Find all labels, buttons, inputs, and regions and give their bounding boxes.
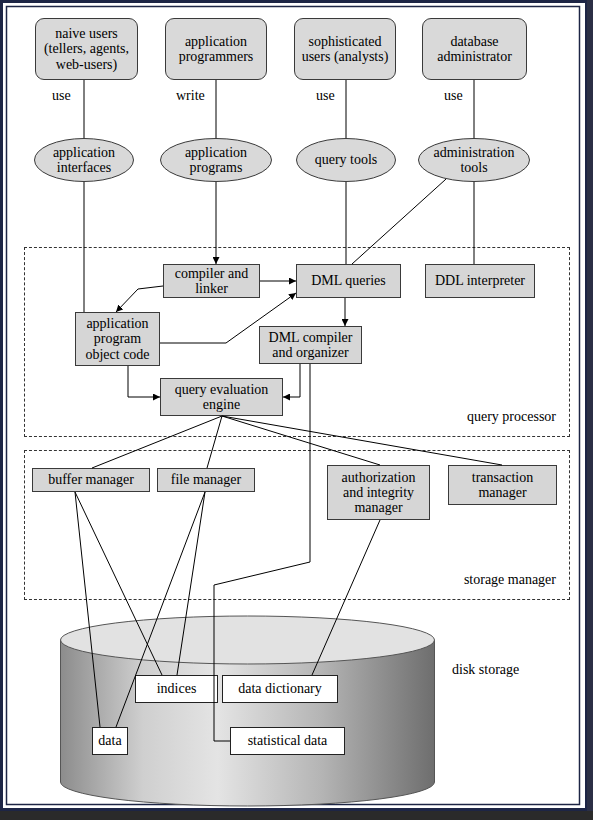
group-heading: storage manager — [464, 572, 556, 587]
connector-line — [312, 520, 380, 675]
connector-line — [216, 182, 217, 264]
node-label: query tools — [313, 152, 380, 167]
manager-box: transaction manager — [448, 465, 557, 505]
connector-line — [214, 364, 310, 741]
node-label: statistical data — [246, 733, 330, 748]
node-label: indices — [155, 681, 199, 696]
group-heading: query processor — [467, 409, 556, 424]
node-label: file manager — [169, 472, 243, 487]
user-box: application programmers — [165, 18, 267, 80]
cylinder-top — [61, 616, 435, 664]
node-label: authorization and integrity manager — [328, 470, 429, 515]
node-label: compiler and linker — [164, 266, 259, 296]
node-label: DDL interpreter — [433, 273, 527, 288]
edge-label: use — [444, 88, 463, 104]
connector-line — [474, 80, 475, 138]
connector-line — [128, 366, 160, 397]
edge-label: use — [52, 88, 71, 104]
ellipse-shape — [161, 139, 272, 182]
edge-label: use — [316, 88, 335, 104]
process-box: compiler and linker — [163, 264, 260, 298]
node-label: sophisticated users (analysts) — [295, 34, 395, 64]
connector-line — [283, 364, 300, 397]
ellipse-shape — [419, 139, 530, 182]
outer-frame — [2, 2, 587, 810]
node-label: buffer manager — [46, 472, 136, 487]
connector-line — [352, 179, 446, 264]
node-label: data — [96, 733, 123, 748]
manager-box: file manager — [157, 468, 255, 492]
connector-line — [216, 80, 217, 138]
connector-line — [260, 281, 296, 282]
connector-line — [346, 182, 347, 264]
storage-item: data — [92, 727, 128, 755]
process-box: DML queries — [296, 264, 401, 298]
connector-line — [177, 492, 205, 675]
connector-line — [116, 492, 205, 727]
node-label: DML queries — [309, 273, 388, 288]
frame-edge — [587, 0, 593, 820]
node-label: administration tools — [418, 145, 530, 175]
node-label: naive users (tellers, agents, web-users) — [36, 26, 137, 71]
storage-item: statistical data — [230, 727, 345, 755]
connector-line — [346, 80, 347, 138]
process-box: DDL interpreter — [425, 264, 535, 298]
connector-line — [474, 182, 475, 264]
connector-line — [84, 80, 85, 138]
ellipse-shape — [35, 139, 134, 182]
node-label: transaction manager — [449, 470, 556, 500]
disk-cylinder: disk storageindicesdata dictionarydatast… — [60, 612, 435, 808]
ellipse-shape — [297, 139, 396, 182]
manager-box: authorization and integrity manager — [327, 465, 430, 520]
storage-item: indices — [135, 675, 218, 703]
process-box: application program object code — [75, 312, 160, 366]
node-label: data dictionary — [236, 681, 324, 696]
group-heading: disk storage — [452, 662, 519, 677]
user-box: naive users (tellers, agents, web-users) — [35, 18, 138, 80]
cylinder-outline — [60, 612, 435, 808]
connector-line — [92, 416, 222, 468]
connector-line — [207, 416, 222, 468]
connector-line — [84, 182, 85, 312]
connector-line — [345, 298, 346, 326]
node-label: database administrator — [423, 34, 526, 64]
connector-line — [75, 492, 162, 675]
tool-ellipse: application interfaces — [34, 138, 134, 182]
cylinder-body — [61, 640, 435, 806]
node-label: application interfaces — [34, 145, 134, 175]
connector-line — [222, 416, 502, 465]
processor-band: query processor compiler and linker DML qu… — [24, 247, 570, 437]
edge-label: write — [176, 88, 205, 104]
storage-item: data dictionary — [222, 675, 338, 703]
node-label: application programs — [160, 145, 272, 175]
process-box: DML compiler and organizer — [259, 326, 362, 364]
node-label: DML compiler and organizer — [260, 330, 361, 360]
connector-line — [160, 293, 296, 343]
process-box: query evaluation engine — [160, 378, 283, 416]
tool-ellipse: application programs — [160, 138, 272, 182]
tool-ellipse: query tools — [296, 138, 396, 182]
manager-box: buffer manager — [32, 468, 150, 492]
user-box: sophisticated users (analysts) — [294, 18, 396, 80]
tool-ellipse: administration tools — [418, 138, 530, 182]
connector-line — [116, 286, 163, 312]
storage-band: storage manager buffer manager file manage… — [24, 450, 570, 600]
node-label: application programmers — [166, 34, 266, 64]
frame-bar — [0, 811, 593, 820]
connector-line — [75, 492, 100, 727]
connector-line — [222, 416, 380, 465]
node-label: query evaluation engine — [161, 382, 282, 412]
user-box: database administrator — [422, 18, 527, 80]
node-label: application program object code — [76, 316, 159, 361]
